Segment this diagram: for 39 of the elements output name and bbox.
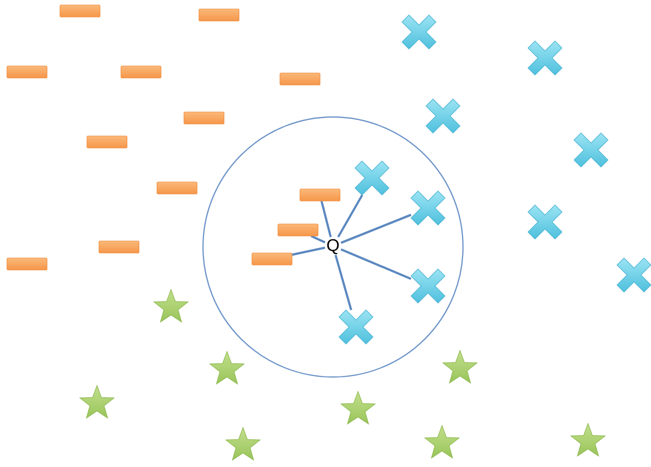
query-point-label: Q [325,237,341,255]
distance-line [292,246,326,256]
cross-marker [411,191,445,225]
star-marker [442,349,478,385]
cross-marker [339,310,373,344]
bar-marker [278,224,318,236]
cross-marker [528,41,562,75]
cross-marker [411,269,445,303]
bar-marker [300,189,340,201]
bar-marker [280,73,320,85]
bar-marker [252,253,292,265]
bar-marker [7,66,47,78]
bar-marker [184,112,224,124]
star-marker [340,390,376,426]
cross-marker [574,133,608,167]
star-marker [225,426,261,462]
star-marker [570,422,606,458]
star-marker [153,288,189,324]
star-marker [424,424,460,460]
bar-marker [87,136,127,148]
star-marker [209,350,245,386]
distance-line [340,214,412,244]
cross-marker [426,99,460,133]
distance-line [340,248,412,280]
cross-marker [617,258,651,292]
cross-marker [402,15,436,49]
distance-line [320,200,332,238]
bar-marker [7,258,47,270]
bar-marker [60,5,100,17]
bar-marker [121,66,161,78]
distance-line [337,194,364,238]
bar-marker [199,9,239,21]
bar-marker [99,241,139,253]
distance-line [310,235,326,244]
cross-marker [355,161,389,195]
cross-marker [528,205,562,239]
star-marker [79,384,115,420]
bar-marker [157,182,197,194]
distance-line [334,254,352,310]
